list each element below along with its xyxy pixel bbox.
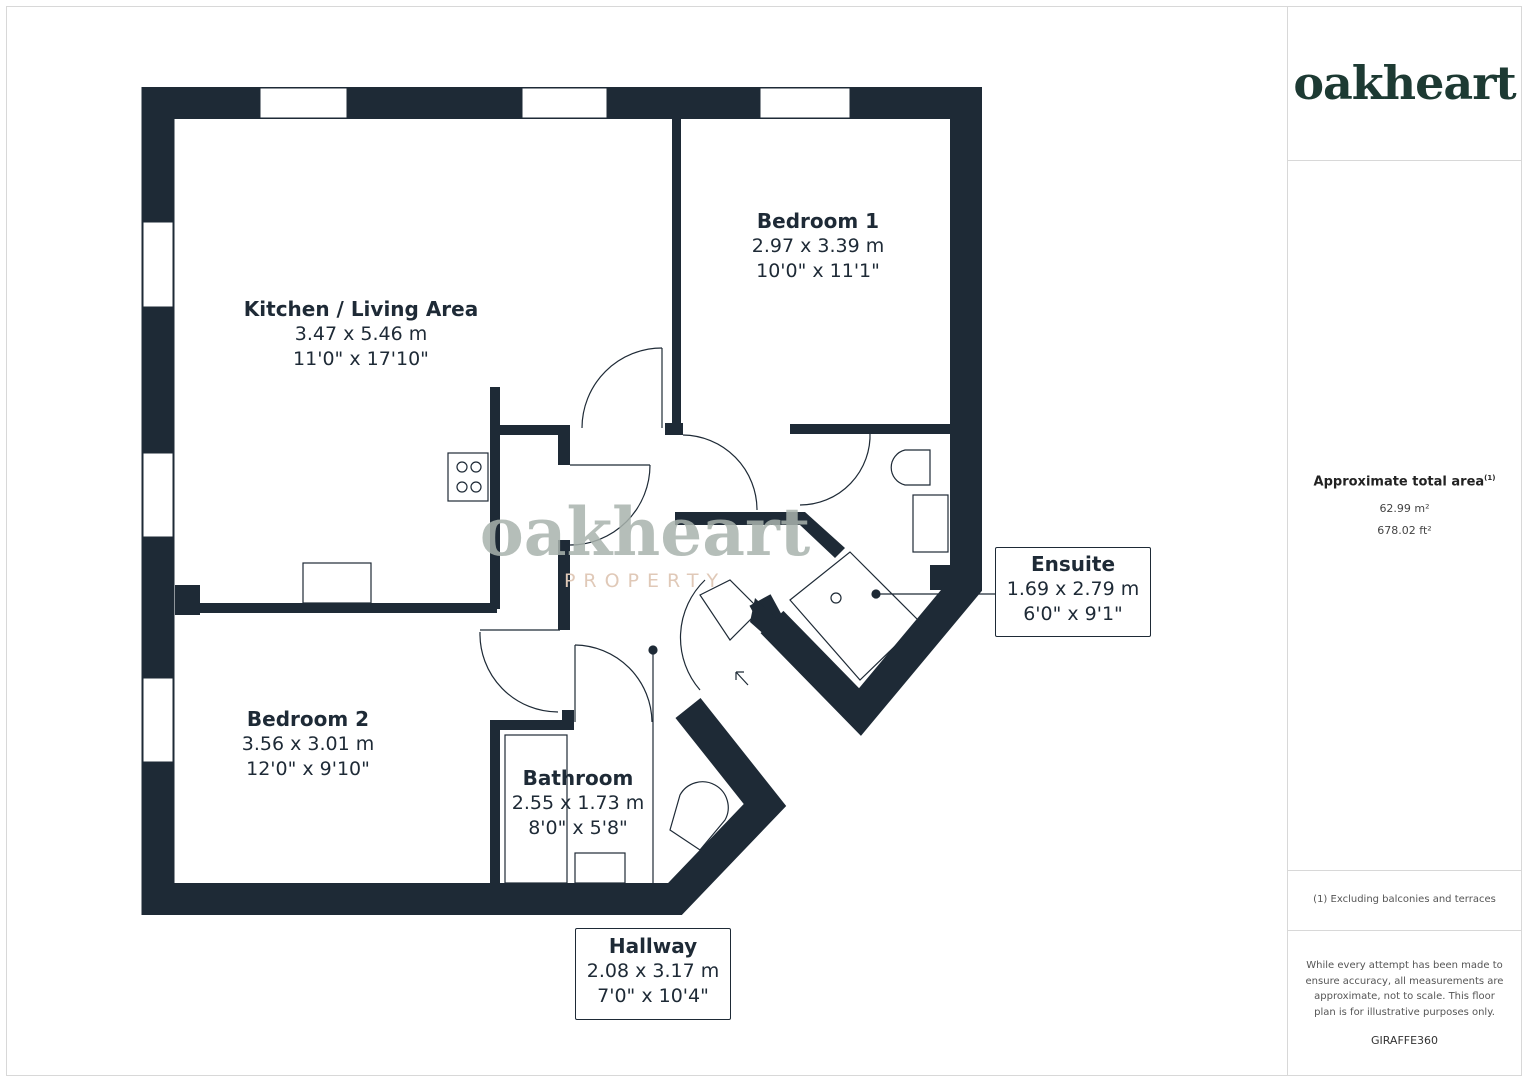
svg-text:oakheart: oakheart: [480, 493, 811, 571]
wall: [175, 603, 497, 613]
divider: [1288, 160, 1521, 161]
wall: [665, 423, 683, 435]
interior-walls: [175, 119, 950, 883]
outer-wall: [142, 87, 982, 736]
room-name: Hallway: [608, 934, 698, 958]
window: [521, 87, 608, 119]
divider: [1288, 870, 1521, 871]
window: [142, 221, 174, 308]
page-frame: [6, 6, 1522, 1076]
room-name: Bedroom 2: [246, 707, 370, 731]
room-imperial: 8'0" x 5'8": [528, 817, 628, 839]
area-m2: 62.99 m²: [1379, 502, 1430, 515]
wall: [500, 425, 570, 435]
oakheart-logo: oakheart: [1293, 56, 1516, 110]
room-imperial: 7'0" x 10'4": [597, 985, 709, 1007]
basin-icon: [912, 494, 949, 553]
door-leaf: [699, 579, 761, 641]
window: [142, 452, 174, 538]
hob-icon: [447, 452, 489, 502]
room-name: Bedroom 1: [756, 209, 880, 233]
room-metric: 2.08 x 3.17 m: [586, 960, 720, 982]
bath-icon: [504, 734, 568, 884]
toilet-icon: [890, 449, 931, 486]
basin-icon: [574, 852, 626, 884]
room-metric: 3.47 x 5.46 m: [294, 323, 428, 345]
room-name: Kitchen / Living Area: [243, 297, 479, 321]
door-swing: [679, 579, 706, 691]
room-metric: 2.55 x 1.73 m: [511, 792, 645, 814]
wall: [558, 425, 570, 465]
total-area-label: Approximate total area: [1313, 474, 1485, 490]
window: [142, 677, 174, 763]
wall: [490, 720, 570, 730]
room-name: Ensuite: [1030, 552, 1116, 576]
room-imperial: 12'0" x 9'10": [246, 758, 370, 780]
room-metric: 3.56 x 3.01 m: [241, 733, 375, 755]
divider: [1288, 930, 1521, 931]
room-name: Bathroom: [522, 766, 634, 790]
wall: [490, 387, 500, 609]
footnote-mark: (1): [1484, 474, 1496, 482]
door-swing: [581, 347, 663, 429]
toilet-icon: [669, 781, 729, 851]
door-swing: [682, 434, 758, 511]
room-metric: 2.97 x 3.39 m: [751, 235, 885, 257]
room-imperial: 6'0" x 9'1": [1023, 603, 1123, 625]
wall: [672, 119, 681, 429]
total-area-title: Approximate total area(1): [1288, 474, 1521, 489]
shower-icon: [789, 551, 921, 681]
entrance-arrow-icon: [735, 671, 749, 686]
room-imperial: 11'0" x 17'10": [293, 348, 429, 370]
giraffe360-credit: GIRAFFE360: [1370, 1034, 1439, 1047]
watermark: oakheart PROPERTY: [480, 493, 811, 592]
room-label-hallway: Hallway 2.08 x 3.17 m 7'0" x 10'4": [575, 928, 731, 1020]
window: [759, 87, 851, 119]
info-panel: oakheart Approximate total area(1) 62.99…: [1287, 6, 1521, 1075]
room-metric: 1.69 x 2.79 m: [1006, 578, 1140, 600]
wall: [558, 540, 570, 630]
door-swing: [569, 464, 651, 546]
outer-wall: [142, 698, 787, 915]
windows: [142, 87, 851, 763]
door-swing: [479, 631, 559, 713]
window: [259, 87, 348, 119]
fixtures: [302, 449, 995, 884]
disclaimer: While every attempt has been made to ens…: [1305, 960, 1504, 1018]
room-label-ensuite: Ensuite 1.69 x 2.79 m 6'0" x 9'1": [995, 547, 1151, 637]
room-label-bedroom-1: Bedroom 1 2.97 x 3.39 m 10'0" x 11'1": [752, 209, 884, 284]
sink-icon: [302, 562, 372, 604]
footnote: (1) Excluding balconies and terraces: [1313, 894, 1496, 905]
doors: [479, 347, 871, 915]
wall: [790, 424, 950, 434]
floor-plan: oakheart PROPERTY: [141, 87, 995, 915]
room-label-bathroom: Bathroom 2.55 x 1.73 m 8'0" x 5'8": [512, 766, 644, 841]
wall: [490, 720, 500, 883]
wall: [675, 512, 845, 558]
door-swing: [574, 644, 653, 723]
room-label-kitchen: Kitchen / Living Area 3.47 x 5.46 m 11'0…: [244, 297, 478, 372]
wall: [562, 710, 574, 730]
svg-text:PROPERTY: PROPERTY: [564, 570, 726, 592]
door-swing: [799, 431, 871, 506]
room-label-bedroom-2: Bedroom 2 3.56 x 3.01 m 12'0" x 9'10": [242, 707, 374, 782]
area-ft2: 678.02 ft²: [1377, 524, 1432, 537]
room-imperial: 10'0" x 11'1": [756, 260, 880, 282]
